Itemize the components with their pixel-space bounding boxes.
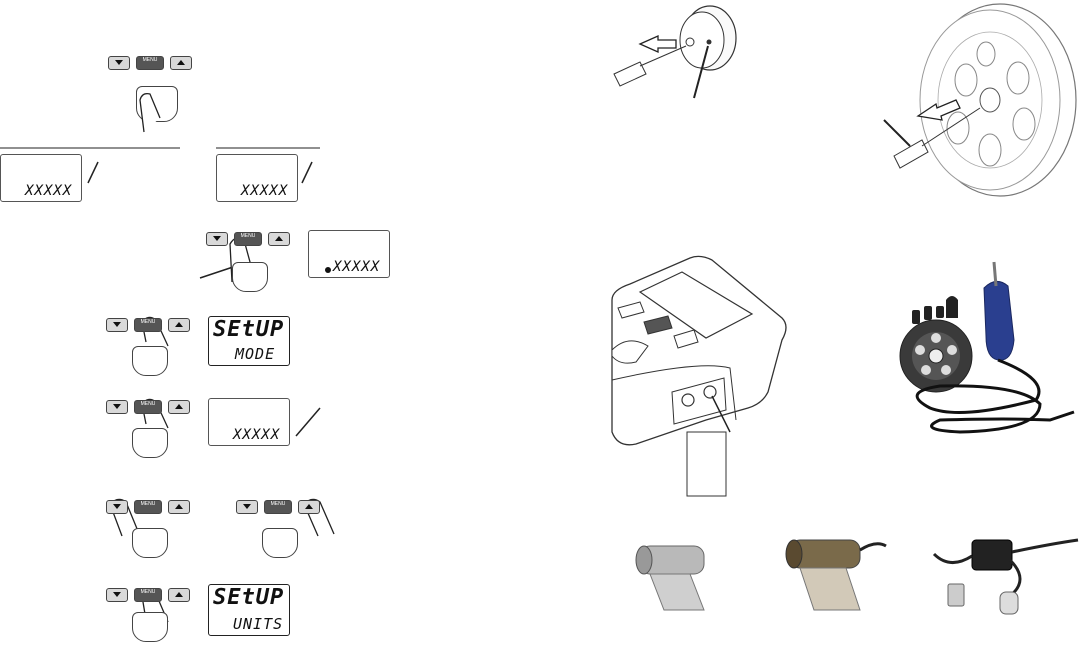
menu-key-icon: MENU [134,400,162,414]
display-reading-1: XXXXX [0,154,82,202]
display-line-2: UNITS [233,615,283,633]
callout-line [200,266,236,278]
up-arrow-icon [168,500,190,514]
keypad-step-5a: MENU [106,500,190,514]
callout-line [302,162,312,183]
power-pad [132,612,168,642]
finger-press-icon [140,94,160,132]
input-jack [682,394,694,406]
direction-arrow-icon [640,36,676,52]
callout-line [296,408,320,436]
display-reading-2: XXXXX [216,154,298,202]
power-pad [132,346,168,376]
up-arrow-icon [168,400,190,414]
up-arrow-icon [168,588,190,602]
display-value: XXXXX [233,427,280,443]
power-pad [262,528,298,558]
display-reading-3: XXXXX [308,230,390,278]
menu-key-icon: MENU [234,232,262,246]
keypad-step-4: MENU [106,400,190,414]
probe-tip [894,140,928,168]
down-arrow-icon [236,500,258,514]
down-arrow-icon [106,500,128,514]
down-arrow-icon [106,400,128,414]
keypad-step-5b: MENU [236,500,320,514]
label-box [687,432,726,496]
display-line-1: SEtUP [213,317,284,342]
menu-key-label: MENU [235,234,261,239]
keypad-step-3: MENU [106,318,190,332]
menu-key-icon: MENU [134,500,162,514]
down-arrow-icon [206,232,228,246]
power-pad [132,528,168,558]
menu-key-icon: MENU [264,500,292,514]
menu-key-icon: MENU [134,318,162,332]
menu-key-label: MENU [265,502,291,507]
input-jack [704,386,716,398]
keypad-step-6: MENU [106,588,190,602]
display-value: XXXXX [333,259,380,275]
display-line-1: SEtUP [213,585,284,610]
display-line-2: MODE [235,345,275,363]
contact-probe-handle [984,281,1014,360]
display-value: XXXXX [25,183,72,199]
power-pad [132,428,168,458]
display-value: XXXXX [241,183,288,199]
menu-key-label: MENU [135,590,161,595]
indicator-dot-icon [325,267,331,273]
power-pad [232,262,268,292]
up-arrow-icon [298,500,320,514]
menu-key-label: MENU [135,320,161,325]
sensor-module [972,540,1012,570]
down-arrow-icon [106,588,128,602]
menu-key-label: MENU [135,502,161,507]
menu-key-label: MENU [135,402,161,407]
display-reading-4: XXXXX [208,398,290,446]
callout-line [884,120,910,146]
keypad-step-2: MENU [206,232,290,246]
down-arrow-icon [106,318,128,332]
menu-key-icon: MENU [134,588,162,602]
display-setup-units: SEtUP UNITS [208,584,290,636]
display-setup-mode: SEtUP MODE [208,316,290,366]
callout-line [88,162,98,183]
up-arrow-icon [268,232,290,246]
up-arrow-icon [168,318,190,332]
